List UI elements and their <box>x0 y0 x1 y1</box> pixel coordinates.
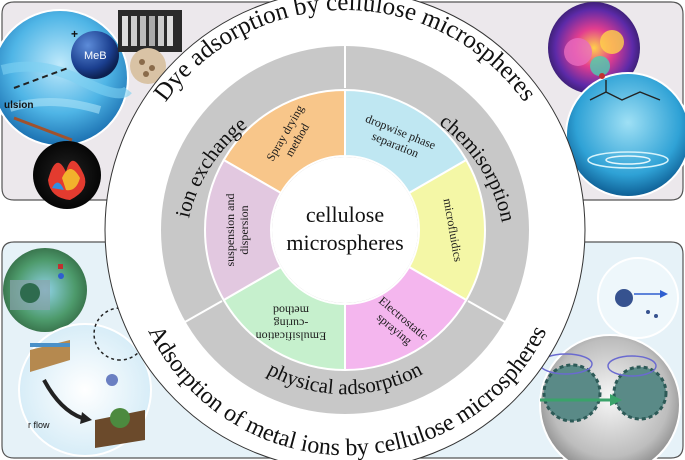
outer-ring-border <box>104 0 586 460</box>
image-colored-flasks <box>548 2 640 94</box>
image-adsorption-scheme <box>597 257 679 339</box>
segment-suspension <box>204 158 283 302</box>
image-emulsion-water <box>0 9 132 147</box>
image-fiber-spheres <box>539 334 681 460</box>
image-meb-sphere <box>71 31 119 79</box>
image-paint-splash <box>33 141 101 209</box>
center-label-line-2: microspheres <box>286 230 403 255</box>
label-flow: r flow <box>28 420 50 430</box>
image-wastewater-flow <box>18 307 152 457</box>
middle-divider-left <box>184 300 223 323</box>
image-tio2-sphere <box>3 248 87 332</box>
image-water-ripple <box>565 72 685 198</box>
label-meb: MeB <box>84 50 107 62</box>
segment-label-emulsification: Emulsification-curingmethod <box>256 304 327 344</box>
center-circle <box>272 157 418 303</box>
segment-label-suspension: suspension anddispersion <box>223 194 251 267</box>
image-sample-vials <box>118 10 182 84</box>
middle-divider-right <box>467 300 506 323</box>
center-label-line-1: cellulose <box>306 202 384 227</box>
label-emulsion: ulsion <box>4 100 33 111</box>
plus-icon: + <box>71 27 78 41</box>
